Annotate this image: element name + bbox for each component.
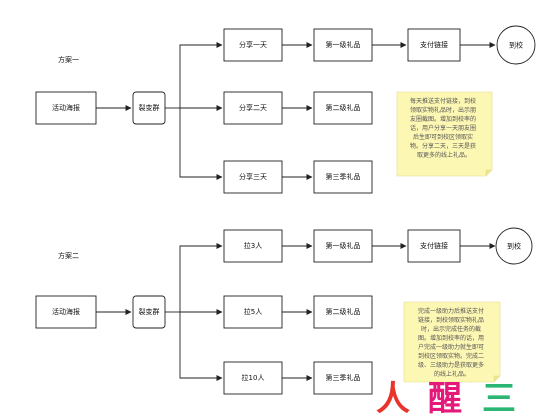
plan-1-edge-trunk-branch-1 [179,42,223,108]
plan-2-step-node-3[interactable]: 拉10人 [223,361,283,395]
plan-2-hub-node[interactable]: 裂变群 [132,295,166,329]
plan-1-note-line: 友圈截图。增加到校率的 [410,115,476,123]
plan-1-note-line: 话，用户分享一天朋友圈 [410,124,476,132]
plan-2-note-line: 到校区领取实物。完成二 [418,352,484,360]
plan-1-gift-node-2[interactable]: 第二级礼品 [313,91,373,125]
plan-1-edges [96,42,496,180]
plan-2-gift-label-2: 第二级礼品 [326,307,361,316]
plan-2-label: 方案二 [58,251,79,260]
plan-2-note-line: 时，出示完成任务的截 [421,325,481,333]
plan-1-hub-label: 裂变群 [139,103,160,112]
watermark-logo: 人 醒 三 [372,372,554,419]
plan-2-note-line: 级、三级助力是获取更多 [418,361,484,369]
plan-2-note-line: 图。增加到校率的话，用 [418,334,484,342]
plan-1-pay-node[interactable]: 支付链接 [407,28,461,62]
plan-2-note-line: 完成一级助力后推送支付 [418,307,484,315]
plan-2-edges [96,243,496,381]
plan-1-step-node-2[interactable]: 分享二天 [223,91,283,125]
plan-1-gift-label-1: 第一级礼品 [326,40,361,49]
plan-1-end-node[interactable]: 到校 [496,25,536,65]
watermark-graphic: 人 醒 三 [376,379,550,419]
plan-2-gift-node-2[interactable]: 第二级礼品 [313,295,373,329]
plan-2-gift-node-1[interactable]: 第一级礼品 [313,229,373,263]
plan-2-gift-label-3: 第三季礼品 [326,373,361,382]
plan-1-note-line: 每天推送支付链接，到校 [410,97,476,105]
watermark-glyph-3: 三 [482,379,516,415]
plan-1-source-node[interactable]: 活动海报 [35,91,97,125]
plan-2-note-line: 户完成一级助力就生即可 [418,343,484,351]
plan-1-note-line: 领取实物礼品时，出示朋 [410,106,476,114]
plan-2-step-node-2[interactable]: 拉5人 [223,295,283,329]
plan-2-note-text: 完成一级助力后推送支付 链接，到校领取实物礼品 时，出示完成任务的截 图。增加到… [418,307,486,378]
plan-1-step-label-1: 分享一天 [239,40,267,49]
plan-2-pay-label: 支付链接 [420,241,448,250]
plan-1-step-label-2: 分享二天 [239,103,267,112]
plan-1-hub-node[interactable]: 裂变群 [132,91,166,125]
plan-1-note-line: 取更多的线上礼品。 [417,151,471,159]
plan-1-step-label-3: 分享三天 [239,172,267,181]
plan-1-gift-label-2: 第二级礼品 [326,103,361,112]
plan-2-step-label-2: 拉5人 [244,307,262,316]
plan-2-end-label: 到校 [507,242,521,251]
plan-2-note-line: 的线上礼品。 [434,370,470,378]
plan-1-gift-node-3[interactable]: 第三季礼品 [313,160,373,194]
plan-1-note-line: 物。分享二天，三天是获 [410,142,476,150]
plan-1-gift-node-1[interactable]: 第一级礼品 [313,28,373,62]
plan-2-gift-node-3[interactable]: 第三季礼品 [313,361,373,395]
plan-2-step-label-3: 拉10人 [242,373,265,382]
plan-2-end-node[interactable]: 到校 [495,227,533,265]
plan-1-edge-trunk-branch-3 [179,108,223,180]
plan-1-step-node-3[interactable]: 分享三天 [223,160,283,194]
plan-2-edge-trunk-branch-3 [179,312,223,381]
plan-2-note: 完成一级助力后推送支付 链接，到校领取实物礼品 时，出示完成任务的截 图。增加到… [403,301,501,383]
plan-1-note-line: 后生即可到校区领取实 [413,133,473,141]
plan-2-gift-label-1: 第一级礼品 [326,241,361,250]
watermark-glyph-2: 醒 [428,379,462,415]
plan-1-step-node-1[interactable]: 分享一天 [223,28,283,62]
plan-1-end-label: 到校 [509,41,523,50]
plan-1-source-label: 活动海报 [52,103,80,112]
plan-2-step-node-1[interactable]: 拉3人 [223,229,283,263]
plan-2-hub-label: 裂变群 [139,307,160,316]
plan-1-note: 每天推送支付链接，到校 领取实物礼品时，出示朋 友圈截图。增加到校率的 话，用户… [396,91,493,177]
plan-2-source-node[interactable]: 活动海报 [35,295,97,329]
plan-2-source-label: 活动海报 [52,307,80,316]
plan-2-step-label-1: 拉3人 [244,241,262,250]
plan-2-pay-node[interactable]: 支付链接 [407,229,461,263]
watermark-glyph-1: 人 [376,379,410,415]
plan-2-edge-trunk-branch-1 [179,243,223,312]
plan-1-note-text: 每天推送支付链接，到校 领取实物礼品时，出示朋 友圈截图。增加到校率的 话，用户… [410,97,478,159]
plan-1-label: 方案一 [58,55,79,64]
plan-2-note-line: 链接，到校领取实物礼品 [418,316,484,324]
plan-1-gift-label-3: 第三季礼品 [326,172,361,181]
plan-1-pay-label: 支付链接 [420,40,448,49]
